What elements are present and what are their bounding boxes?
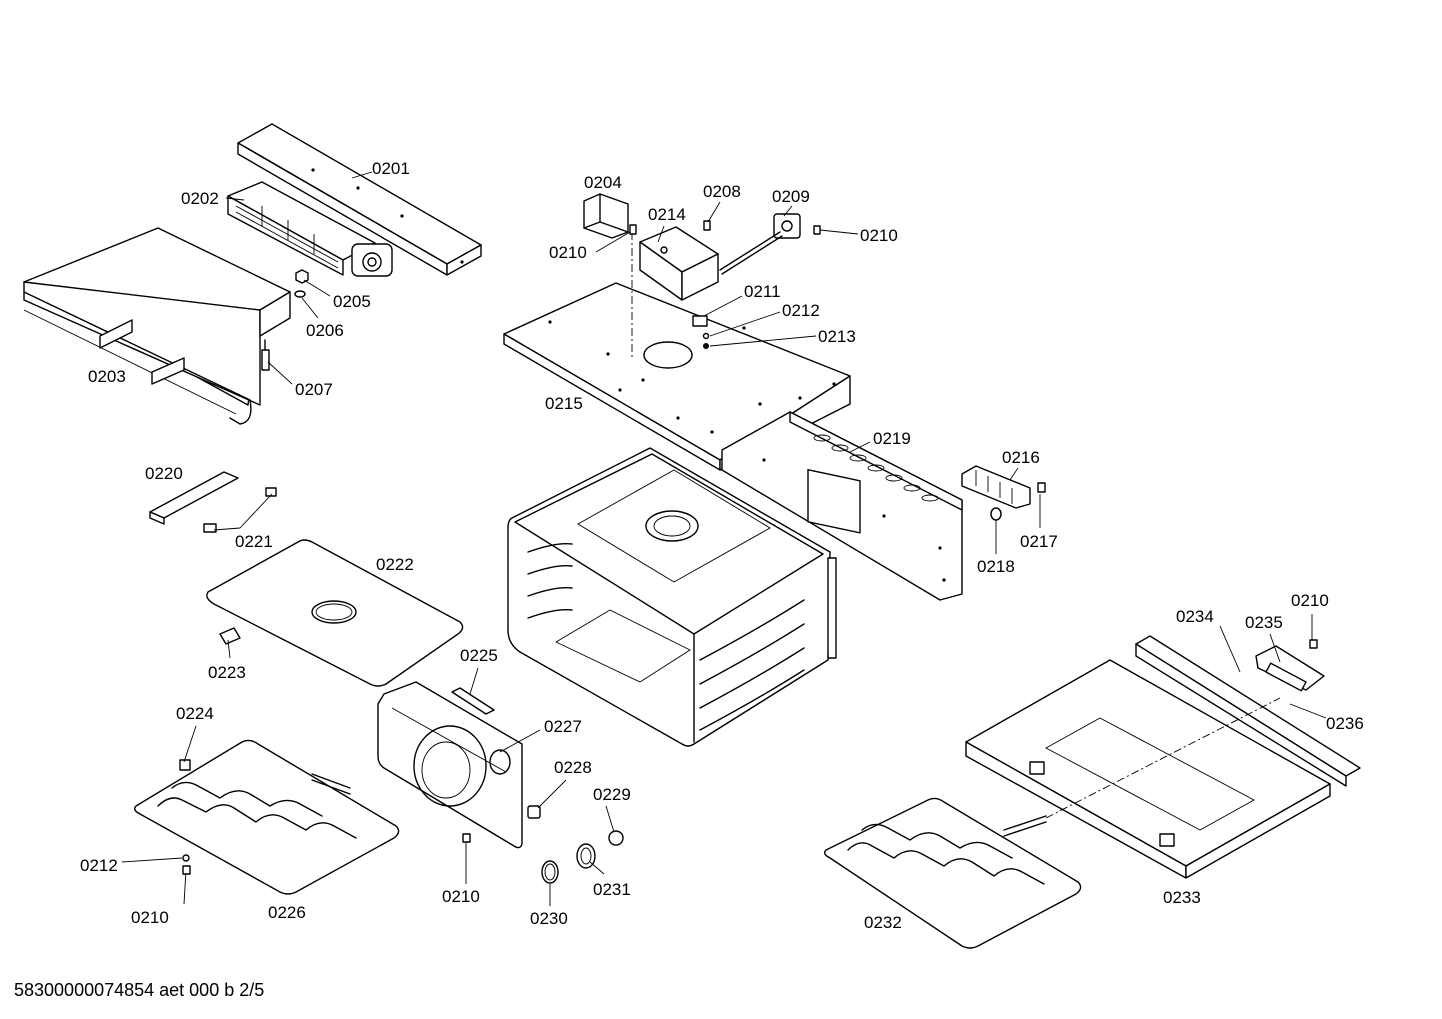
callout-0210-top-right: 0210 bbox=[860, 226, 898, 245]
callout-0210-bottom-center: 0210 bbox=[442, 887, 480, 906]
part-0229-spring bbox=[608, 830, 624, 846]
part-0223-hinge bbox=[219, 627, 241, 645]
callout-0215: 0215 bbox=[545, 394, 583, 413]
callout-0206: 0206 bbox=[306, 321, 344, 340]
part-0204-transformer bbox=[583, 193, 629, 239]
part-0222-plate bbox=[206, 539, 464, 687]
callout-labels: 0201 0202 0203 0204 0205 0206 0207 0208 … bbox=[80, 159, 1364, 932]
part-0232-heating-element bbox=[823, 697, 1281, 949]
callout-0205: 0205 bbox=[333, 292, 371, 311]
callout-0223: 0223 bbox=[208, 663, 246, 682]
callout-0207: 0207 bbox=[295, 380, 333, 399]
part-0227-fan-cover bbox=[377, 681, 523, 849]
part-0207-sensor bbox=[261, 339, 270, 371]
callout-0212-top: 0212 bbox=[782, 301, 820, 320]
part-screws-bottom bbox=[182, 833, 471, 875]
callout-0227: 0227 bbox=[544, 717, 582, 736]
callout-0224: 0224 bbox=[176, 704, 214, 723]
callout-0231: 0231 bbox=[593, 880, 631, 899]
callout-0234: 0234 bbox=[1176, 607, 1214, 626]
callout-0210-right: 0210 bbox=[1291, 591, 1329, 610]
part-0209-thermostat bbox=[719, 213, 801, 275]
callout-0230: 0230 bbox=[530, 909, 568, 928]
part-0219-side-panel bbox=[721, 411, 963, 601]
callout-0219: 0219 bbox=[873, 429, 911, 448]
callout-0208: 0208 bbox=[703, 182, 741, 201]
callout-0201: 0201 bbox=[372, 159, 410, 178]
part-0218-grommet bbox=[990, 507, 1002, 521]
part-0214-control-box bbox=[639, 226, 719, 301]
callout-0210-top-left: 0210 bbox=[549, 243, 587, 262]
callout-0202: 0202 bbox=[181, 189, 219, 208]
callout-0221: 0221 bbox=[235, 532, 273, 551]
part-0201-top-rail bbox=[237, 123, 482, 276]
callout-0235: 0235 bbox=[1245, 613, 1283, 632]
part-0224-clip bbox=[179, 759, 191, 771]
part-0202-tangential-fan bbox=[227, 181, 393, 277]
callout-0225: 0225 bbox=[460, 646, 498, 665]
part-0217-screw bbox=[1037, 482, 1046, 493]
part-0216-terminal-block bbox=[961, 465, 1031, 509]
part-0228-bushing bbox=[527, 805, 541, 819]
callout-0203: 0203 bbox=[88, 367, 126, 386]
part-0233-bottom-tray bbox=[965, 659, 1331, 879]
part-0234-rail bbox=[1135, 635, 1361, 787]
callout-0228: 0228 bbox=[554, 758, 592, 777]
callout-0218: 0218 bbox=[977, 557, 1015, 576]
callout-0204: 0204 bbox=[584, 173, 622, 192]
callout-0217: 0217 bbox=[1020, 532, 1058, 551]
callout-0212-bottom: 0212 bbox=[80, 856, 118, 875]
leader-lines bbox=[121, 171, 1327, 906]
part-screw-0210-right bbox=[1309, 639, 1318, 649]
callout-0229: 0229 bbox=[593, 785, 631, 804]
callout-0236: 0236 bbox=[1326, 714, 1364, 733]
part-0221-clip bbox=[203, 487, 277, 533]
callout-0233: 0233 bbox=[1163, 888, 1201, 907]
part-0235-bracket bbox=[1255, 645, 1325, 692]
callout-0222: 0222 bbox=[376, 555, 414, 574]
part-0220-bracket bbox=[149, 471, 239, 525]
callout-0220: 0220 bbox=[145, 464, 183, 483]
callout-0216: 0216 bbox=[1002, 448, 1040, 467]
part-oven-cavity bbox=[507, 447, 837, 747]
part-0230-ring bbox=[541, 860, 559, 884]
callout-0232: 0232 bbox=[864, 913, 902, 932]
callout-0226: 0226 bbox=[268, 903, 306, 922]
part-0226-heating-element bbox=[133, 739, 400, 895]
callout-0213: 0213 bbox=[818, 327, 856, 346]
part-0203-air-duct bbox=[23, 227, 291, 425]
part-0206-washer bbox=[294, 290, 306, 298]
callout-0210-bottom-left: 0210 bbox=[131, 908, 169, 927]
callout-0211: 0211 bbox=[744, 282, 781, 301]
callout-0214: 0214 bbox=[648, 205, 686, 224]
part-0225-seal bbox=[451, 687, 495, 715]
callout-0209: 0209 bbox=[772, 187, 810, 206]
document-reference: 58300000074854 aet 000 b 2/5 bbox=[14, 980, 265, 1000]
part-0205-nut bbox=[295, 269, 309, 284]
